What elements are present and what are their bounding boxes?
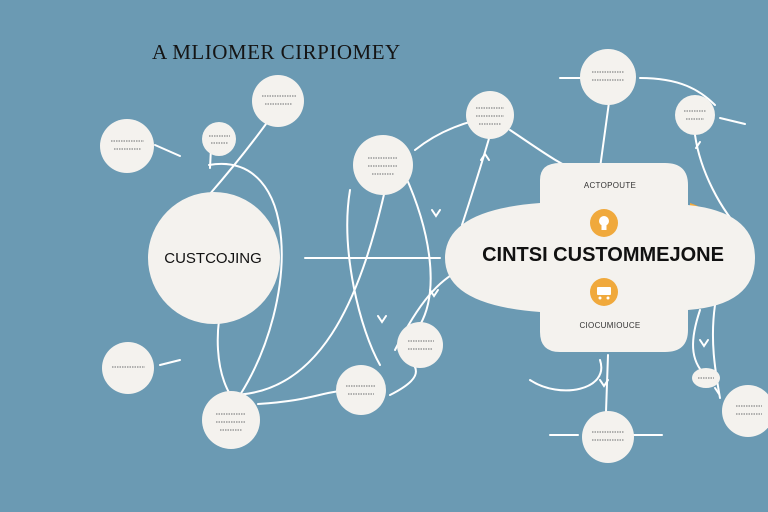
node xyxy=(397,322,443,368)
left-hub-label: CUSTCOJING xyxy=(164,250,262,267)
node xyxy=(353,135,413,195)
center-hub-footer: CIOCUMIOUCE xyxy=(579,321,641,330)
node xyxy=(722,385,768,437)
center-hub-card xyxy=(445,163,755,352)
node xyxy=(580,49,636,105)
arrowheads xyxy=(377,141,720,395)
node xyxy=(336,365,386,415)
node xyxy=(466,91,514,139)
cart-icon xyxy=(590,278,618,306)
node xyxy=(202,391,260,449)
node-placeholder-text xyxy=(111,71,762,441)
center-hub-title: CINTSI CUSTOMMEJONE xyxy=(482,244,724,266)
center-hub-header: ACTOPOUTE xyxy=(583,181,637,190)
node xyxy=(252,75,304,127)
node xyxy=(675,95,715,135)
left-nodes xyxy=(100,75,443,449)
node xyxy=(582,411,634,463)
node xyxy=(102,342,154,394)
node xyxy=(100,119,154,173)
right-nodes xyxy=(466,49,768,463)
node xyxy=(202,122,236,156)
lightbulb-icon xyxy=(590,209,618,237)
diagram-title: A MLIOMER CIRPIOMEY xyxy=(152,40,401,64)
left-hub-node xyxy=(148,192,280,324)
